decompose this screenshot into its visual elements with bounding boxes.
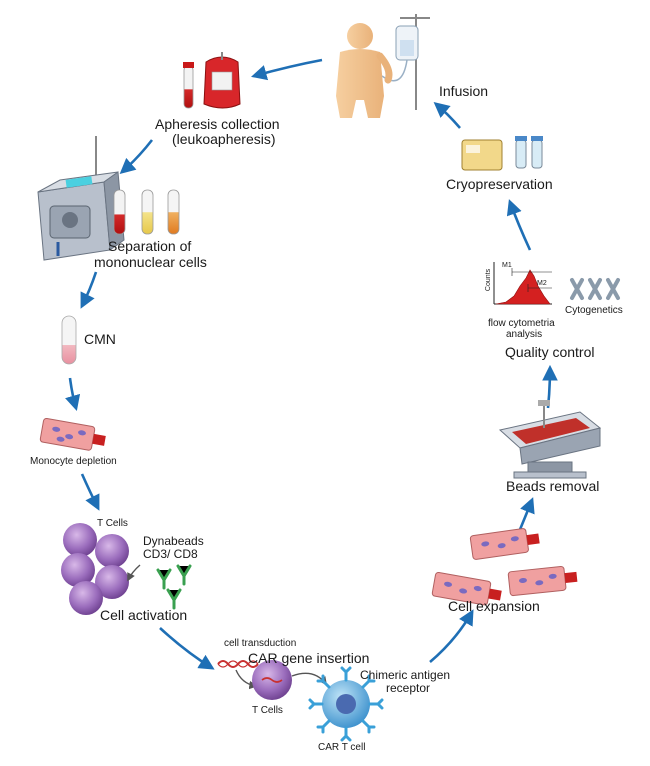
arrow-transduction-to-expansion	[429, 609, 474, 663]
label-cell-activation: Cell activation	[100, 607, 188, 623]
label-cytogenetics: Cytogenetics	[565, 305, 623, 316]
car-t-cell-icon	[308, 666, 384, 742]
blood-bag-icon	[203, 52, 241, 109]
label-quality-control: Quality control	[505, 344, 595, 360]
label-beads-removal: Beads removal	[506, 478, 600, 494]
label-dynabeads-line2: CD3/ CD8	[143, 547, 198, 561]
label-flow-line1: flow cytometria	[488, 318, 555, 329]
expansion-flasks	[431, 528, 578, 606]
label-separation-line2: mononuclear cells	[94, 254, 207, 270]
arrow-quality-to-cryo	[506, 199, 532, 251]
arrow-cmn-to-monocyte	[65, 377, 81, 412]
culture-flask-icon	[469, 528, 540, 560]
t-cells-cluster	[61, 523, 192, 615]
label-m2: M2	[537, 280, 547, 287]
t-cell-icon	[61, 553, 95, 587]
label-counts: Counts	[485, 268, 493, 292]
car-transduction-illustration	[217, 660, 384, 742]
label-m1: M1	[502, 262, 512, 269]
orange-tube-icon	[167, 189, 180, 235]
arrow-patient-to-apheresis	[250, 58, 323, 81]
culture-flask-icon	[431, 571, 502, 606]
t-cell-icon	[63, 523, 97, 557]
label-t-cells-bottom: T Cells	[252, 705, 283, 716]
magnet-device-icon	[498, 400, 602, 479]
arrow-monocyte-to-activation	[80, 473, 100, 511]
dynabeads-icon	[156, 564, 192, 610]
cmn-tube-icon	[61, 315, 77, 365]
label-dynabeads-line1: Dynabeads	[143, 534, 204, 548]
flow-cytometry-histogram	[493, 262, 552, 305]
label-cryopreservation: Cryopreservation	[446, 176, 553, 192]
blood-tube-icon	[183, 65, 194, 109]
label-cell-expansion: Cell expansion	[448, 598, 540, 614]
arrow-separation-to-cmn	[80, 271, 98, 309]
cryopreservation-illustration	[461, 136, 543, 171]
label-infusion: Infusion	[439, 83, 489, 99]
arrow-apheresis-to-separation	[119, 139, 154, 175]
label-flow-line2: analysis	[506, 329, 543, 340]
label-cmn: CMN	[84, 331, 116, 347]
t-cell-icon	[95, 534, 129, 568]
label-chimeric-line2: receptor	[386, 681, 431, 695]
t-cell-icon	[95, 565, 129, 599]
patient-icon	[336, 23, 393, 118]
red-tube-icon	[113, 189, 126, 235]
cryo-bag-icon	[461, 139, 503, 171]
t-cell-icon	[69, 581, 103, 615]
workflow-arrows	[65, 58, 558, 670]
separation-device-illustration	[37, 136, 180, 261]
arrow-activation-to-transduction	[159, 627, 215, 670]
apheresis-illustration	[183, 52, 241, 109]
cytogenetics-icon	[570, 278, 620, 300]
label-car-t-cell: CAR T cell	[318, 742, 366, 753]
yellow-tube-icon	[141, 189, 154, 235]
label-leukoapheresis: (leukoapheresis)	[172, 131, 276, 147]
label-car-gene-insertion: CAR gene insertion	[248, 650, 370, 666]
cryo-vial-icon	[531, 139, 543, 169]
patient-infusion-illustration	[336, 14, 430, 118]
arrow-cryo-to-infusion	[433, 102, 461, 129]
monocyte-flask-icon	[39, 417, 106, 451]
cryo-vial-icon	[515, 139, 527, 169]
label-chimeric-line1: Chimeric antigen	[360, 668, 451, 682]
label-t-cells-top: T Cells	[97, 518, 128, 529]
label-separation-line1: Separation of	[108, 238, 192, 254]
culture-flask-icon	[507, 565, 578, 597]
label-cell-transduction: cell transduction	[224, 638, 297, 649]
label-monocyte-depletion: Monocyte depletion	[30, 456, 117, 467]
label-apheresis: Apheresis collection	[155, 116, 280, 132]
